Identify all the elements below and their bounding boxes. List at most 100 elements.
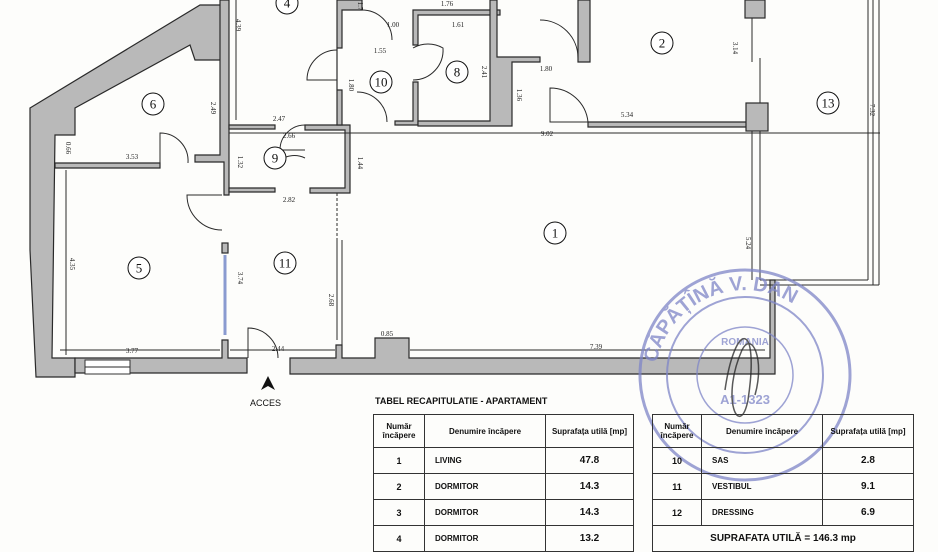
room-number: 10 bbox=[652, 447, 702, 474]
dimension-label: 2.49 bbox=[209, 102, 217, 115]
dimension-label: 4.35 bbox=[68, 258, 76, 271]
stamp-country: ROMANIA bbox=[721, 337, 769, 348]
table-title: TABEL RECAPITULATIE - APARTAMENT bbox=[375, 396, 548, 406]
dimension-label: 1.76 bbox=[441, 0, 454, 8]
dimension-label: 2.68 bbox=[327, 294, 335, 307]
dimension-label: 2.66 bbox=[283, 132, 296, 140]
dimension-label: 2.44 bbox=[272, 345, 285, 353]
column-top-right bbox=[744, 0, 766, 19]
table-header: Număr încăpere Denumire încăpere Suprafa… bbox=[652, 414, 914, 448]
room-number-label: 8 bbox=[454, 65, 461, 80]
wall-room2-bottom bbox=[587, 121, 749, 128]
outer-lines bbox=[60, 0, 880, 355]
room-number-label: 6 bbox=[150, 97, 157, 112]
dimension-label: 2.47 bbox=[273, 115, 286, 123]
room-area: 13.2 bbox=[545, 525, 634, 552]
wall-room6-bottom bbox=[54, 162, 161, 169]
access-label: ACCES bbox=[250, 398, 282, 408]
dimension-label: 1.55 bbox=[374, 47, 387, 55]
room-name: DORMITOR bbox=[424, 499, 546, 526]
room-number-circle bbox=[369, 70, 393, 94]
header-number: Număr încăpere bbox=[652, 414, 702, 448]
table-header: Număr încăpere Denumire încăpere Suprafa… bbox=[373, 414, 634, 448]
room-area: 6.9 bbox=[822, 499, 914, 526]
summary-table-right: Număr încăpere Denumire încăpere Suprafa… bbox=[652, 414, 914, 552]
room-area: 47.8 bbox=[545, 447, 634, 474]
header-area: Suprafața utilă [mp] bbox=[822, 414, 914, 448]
room-number-circle bbox=[445, 60, 469, 84]
room-number-label: 9 bbox=[272, 151, 279, 166]
dimension-label: 1.7 bbox=[356, 2, 364, 11]
room-name: VESTIBUL bbox=[701, 473, 823, 500]
room-name: LIVING bbox=[424, 447, 546, 474]
wall-outer-left bbox=[29, 4, 223, 378]
dimension-label: 2.82 bbox=[283, 196, 296, 204]
wall-core bbox=[417, 0, 541, 127]
room-number-label: 10 bbox=[375, 75, 388, 90]
room-number: 2 bbox=[373, 473, 425, 500]
dimension-label: 5.24 bbox=[744, 237, 752, 250]
dimension-label: 1.00 bbox=[387, 21, 400, 29]
room-number-circle bbox=[816, 91, 840, 115]
header-name: Denumire încăpere bbox=[424, 414, 546, 448]
room-number-circle bbox=[127, 256, 151, 280]
wall-room8-low bbox=[394, 81, 419, 126]
dimension-label: 2.41 bbox=[480, 66, 488, 79]
windows bbox=[84, 255, 227, 375]
room-number-label: 1 bbox=[552, 226, 559, 241]
doors bbox=[159, 9, 589, 359]
dimension-label: 0.66 bbox=[64, 142, 72, 155]
dimension-label: 1.36 bbox=[515, 89, 523, 102]
dimension-label: 3.53 bbox=[126, 153, 139, 161]
room-number-circle bbox=[263, 146, 287, 170]
dimension-label: 9.02 bbox=[541, 130, 554, 138]
room-number: 3 bbox=[373, 499, 425, 526]
room-area: 2.8 bbox=[822, 447, 914, 474]
dimension-label: 1.32 bbox=[236, 156, 244, 169]
room-number: 1 bbox=[373, 447, 425, 474]
dimension-label: 1.44 bbox=[356, 157, 364, 170]
dimension-label: 0.85 bbox=[381, 330, 394, 338]
dimension-label: 1.80 bbox=[347, 79, 355, 92]
room-number-label: 2 bbox=[659, 36, 666, 51]
room-name: DRESSING bbox=[701, 499, 823, 526]
room-name: DORMITOR bbox=[424, 525, 546, 552]
dimension-label: 7.32 bbox=[868, 104, 876, 117]
room-name: SAS bbox=[701, 447, 823, 474]
dimension-label: 3.14 bbox=[731, 42, 739, 55]
header-area: Suprafața utilă [mp] bbox=[545, 414, 634, 448]
room-number-circle bbox=[275, 0, 299, 15]
dimension-label: 3.77 bbox=[126, 347, 139, 355]
room-area: 9.1 bbox=[822, 473, 914, 500]
room-number-label: 5 bbox=[136, 261, 143, 276]
wall-room9-b bbox=[228, 187, 276, 193]
wall-bottom-right bbox=[289, 279, 776, 375]
dimension-label: 1.80 bbox=[540, 65, 553, 73]
wall-room10 bbox=[336, 0, 363, 126]
room-name: DORMITOR bbox=[424, 473, 546, 500]
room-area: 14.3 bbox=[545, 499, 634, 526]
header-number: Număr încăpere bbox=[373, 414, 425, 448]
wall-room3 bbox=[577, 0, 591, 63]
wall-partition-5-11 bbox=[221, 242, 229, 254]
room-area: 14.3 bbox=[545, 473, 634, 500]
dimension-label: 3.74 bbox=[236, 272, 244, 285]
access-arrow-icon bbox=[261, 376, 275, 390]
room-number: 12 bbox=[652, 499, 702, 526]
dimension-label: 1.61 bbox=[452, 21, 465, 29]
wall-room10-box bbox=[304, 124, 351, 194]
room-number-circle bbox=[543, 221, 567, 245]
room-number-label: 4 bbox=[284, 0, 291, 11]
room-number: 11 bbox=[652, 473, 702, 500]
room-number-circle bbox=[273, 251, 297, 275]
table-total-row: SUPRAFATA UTILĂ = 146.3 mp bbox=[652, 525, 914, 552]
total-area: SUPRAFATA UTILĂ = 146.3 mp bbox=[652, 525, 914, 552]
